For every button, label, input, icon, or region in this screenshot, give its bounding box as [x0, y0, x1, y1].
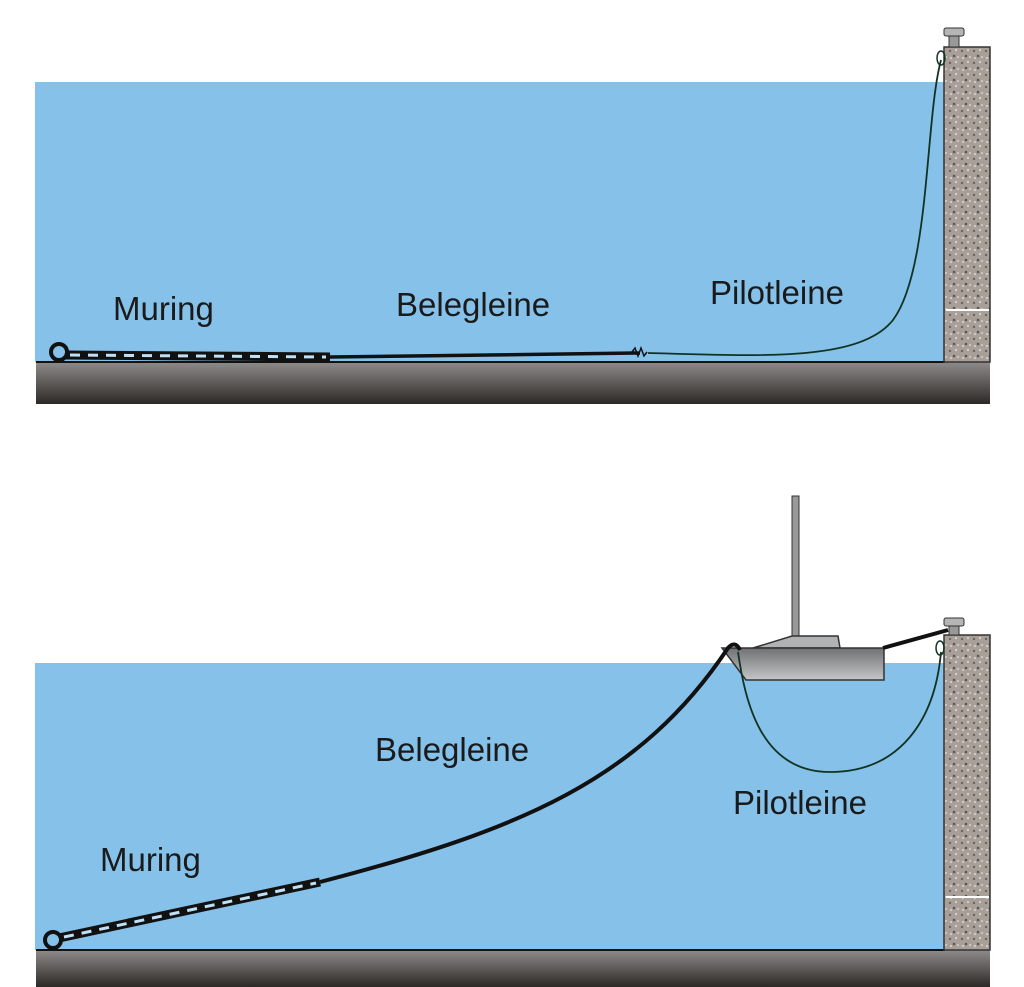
mast: [791, 495, 800, 637]
label-muring: Muring: [113, 290, 214, 327]
hull: [720, 647, 885, 681]
sailboat: [720, 495, 885, 681]
mooring-chain: [43, 877, 321, 950]
label-pilotleine: Pilotleine: [710, 274, 844, 311]
cabin: [752, 635, 841, 649]
mooring-chain: [49, 342, 331, 362]
label-belegleine: Belegleine: [396, 286, 550, 323]
label-belegleine: Belegleine: [375, 731, 529, 768]
bollard-icon: [943, 617, 965, 636]
label-pilotleine: Pilotleine: [733, 784, 867, 821]
water: [35, 663, 945, 950]
water: [35, 82, 945, 362]
belegleine-line: [319, 642, 742, 884]
pilotleine-line: [647, 59, 942, 357]
bollard-icon: [943, 27, 965, 48]
quay-wall: [943, 634, 991, 951]
stern-line: [882, 628, 949, 650]
top-panel: Muring Belegleine Pilotleine: [35, 27, 991, 404]
quay-wall: [943, 46, 991, 363]
pilotleine-line: [737, 651, 942, 773]
seabed: [36, 950, 990, 987]
bottom-panel: Muring Belegleine Pilotleine: [35, 495, 991, 987]
seabed: [36, 362, 990, 404]
belegleine-line: [329, 351, 641, 359]
label-muring: Muring: [100, 841, 201, 878]
